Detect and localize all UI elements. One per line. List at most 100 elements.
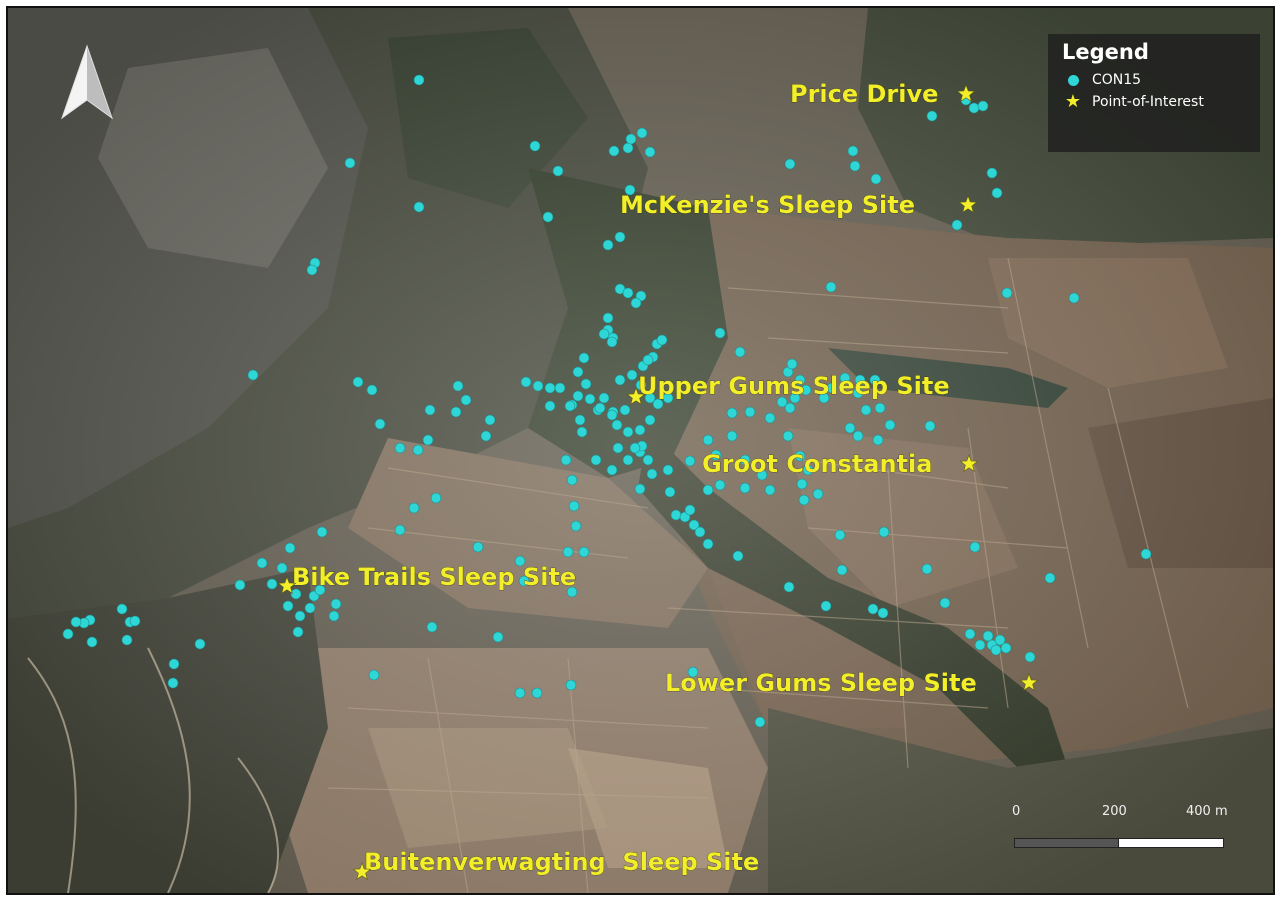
con15-point bbox=[694, 526, 706, 538]
con15-point bbox=[964, 628, 976, 640]
con15-point bbox=[867, 603, 879, 615]
con15-point bbox=[687, 666, 699, 678]
con15-point bbox=[352, 376, 364, 388]
con15-point bbox=[764, 412, 776, 424]
con15-point bbox=[820, 600, 832, 612]
con15-point bbox=[974, 639, 986, 651]
con15-point bbox=[484, 414, 496, 426]
con15-point bbox=[167, 677, 179, 689]
con15-point bbox=[234, 579, 246, 591]
con15-point bbox=[884, 419, 896, 431]
con15-point bbox=[783, 581, 795, 593]
con15-points bbox=[62, 74, 1152, 728]
con15-point bbox=[776, 396, 788, 408]
con15-point bbox=[656, 334, 668, 346]
con15-point bbox=[578, 546, 590, 558]
con15-point bbox=[852, 430, 864, 442]
north-arrow bbox=[52, 42, 122, 128]
con15-point bbox=[878, 526, 890, 538]
con15-point bbox=[412, 444, 424, 456]
con15-point bbox=[702, 434, 714, 446]
poi-upper-gums[interactable]: Upper Gums Sleep Site bbox=[626, 372, 950, 405]
con15-point bbox=[1068, 292, 1080, 304]
con15-point bbox=[626, 369, 638, 381]
con15-point bbox=[292, 626, 304, 638]
con15-point bbox=[1000, 642, 1012, 654]
con15-point bbox=[800, 384, 812, 396]
con15-point bbox=[847, 145, 859, 157]
con15-point bbox=[168, 658, 180, 670]
poi-label: Bike Trails Sleep Site bbox=[292, 563, 576, 591]
con15-point bbox=[991, 187, 1003, 199]
poi-label: Groot Constantia bbox=[702, 450, 932, 478]
con15-point bbox=[622, 142, 634, 154]
poi-groot-constantia[interactable]: Groot Constantia bbox=[702, 450, 979, 478]
con15-point bbox=[802, 464, 814, 476]
con15-point bbox=[644, 392, 656, 404]
con15-point bbox=[394, 442, 406, 454]
con15-point bbox=[566, 474, 578, 486]
north-arrow-icon bbox=[61, 44, 113, 120]
con15-point bbox=[939, 597, 951, 609]
con15-point bbox=[284, 542, 296, 554]
con15-point bbox=[951, 219, 963, 231]
con15-point bbox=[316, 526, 328, 538]
con15-point bbox=[452, 380, 464, 392]
poi-label: McKenzie's Sleep Site bbox=[620, 191, 915, 219]
poi-buitenverwagting[interactable]: Buitenverwagting Sleep Site bbox=[352, 848, 760, 880]
con15-point bbox=[366, 384, 378, 396]
con15-point bbox=[368, 669, 380, 681]
con15-point bbox=[869, 374, 881, 386]
con15-point bbox=[872, 434, 884, 446]
con15-point bbox=[612, 442, 624, 454]
con15-point bbox=[646, 468, 658, 480]
con15-point bbox=[574, 414, 586, 426]
scale-segment-dark bbox=[1014, 838, 1120, 848]
poi-mckenzies[interactable]: McKenzie's Sleep Site bbox=[620, 191, 978, 219]
con15-point bbox=[852, 387, 864, 399]
con15-point bbox=[116, 603, 128, 615]
con15-point bbox=[630, 297, 642, 309]
con15-point bbox=[624, 184, 636, 196]
con15-point bbox=[968, 102, 980, 114]
con15-point bbox=[472, 541, 484, 553]
con15-point bbox=[629, 442, 641, 454]
poi-price-drive[interactable]: Price Drive bbox=[790, 80, 976, 108]
scale-label-0: 0 bbox=[1012, 804, 1021, 819]
con15-point bbox=[426, 621, 438, 633]
poi-bike-trails[interactable]: Bike Trails Sleep Site bbox=[277, 563, 577, 594]
con15-point bbox=[514, 555, 526, 567]
con15-point bbox=[566, 586, 578, 598]
scale-label-200: 200 bbox=[1102, 804, 1127, 819]
poi-label: Lower Gums Sleep Site bbox=[665, 669, 977, 697]
con15-point bbox=[266, 578, 278, 590]
poi-lower-gums[interactable]: Lower Gums Sleep Site bbox=[665, 669, 1039, 697]
poi-label: Price Drive bbox=[790, 80, 938, 108]
con15-point bbox=[532, 380, 544, 392]
con15-point bbox=[670, 509, 682, 521]
con15-point bbox=[870, 173, 882, 185]
con15-point bbox=[1044, 572, 1056, 584]
con15-point bbox=[394, 524, 406, 536]
con15-point bbox=[606, 409, 618, 421]
poi-star-icon bbox=[1019, 673, 1039, 691]
con15-point bbox=[796, 478, 808, 490]
con15-point bbox=[744, 406, 756, 418]
con15-point bbox=[408, 502, 420, 514]
con15-point bbox=[606, 464, 618, 476]
con15-point bbox=[430, 492, 442, 504]
con15-point bbox=[784, 158, 796, 170]
con15-point bbox=[977, 100, 989, 112]
con15-point bbox=[492, 631, 504, 643]
con15-point bbox=[424, 404, 436, 416]
con15-point bbox=[129, 615, 141, 627]
con15-point bbox=[576, 426, 588, 438]
con15-point bbox=[580, 378, 592, 390]
con15-point bbox=[622, 454, 634, 466]
scale-segment-light bbox=[1118, 838, 1224, 848]
con15-point bbox=[644, 146, 656, 158]
poi-star-icon bbox=[626, 387, 646, 405]
con15-point bbox=[422, 434, 434, 446]
